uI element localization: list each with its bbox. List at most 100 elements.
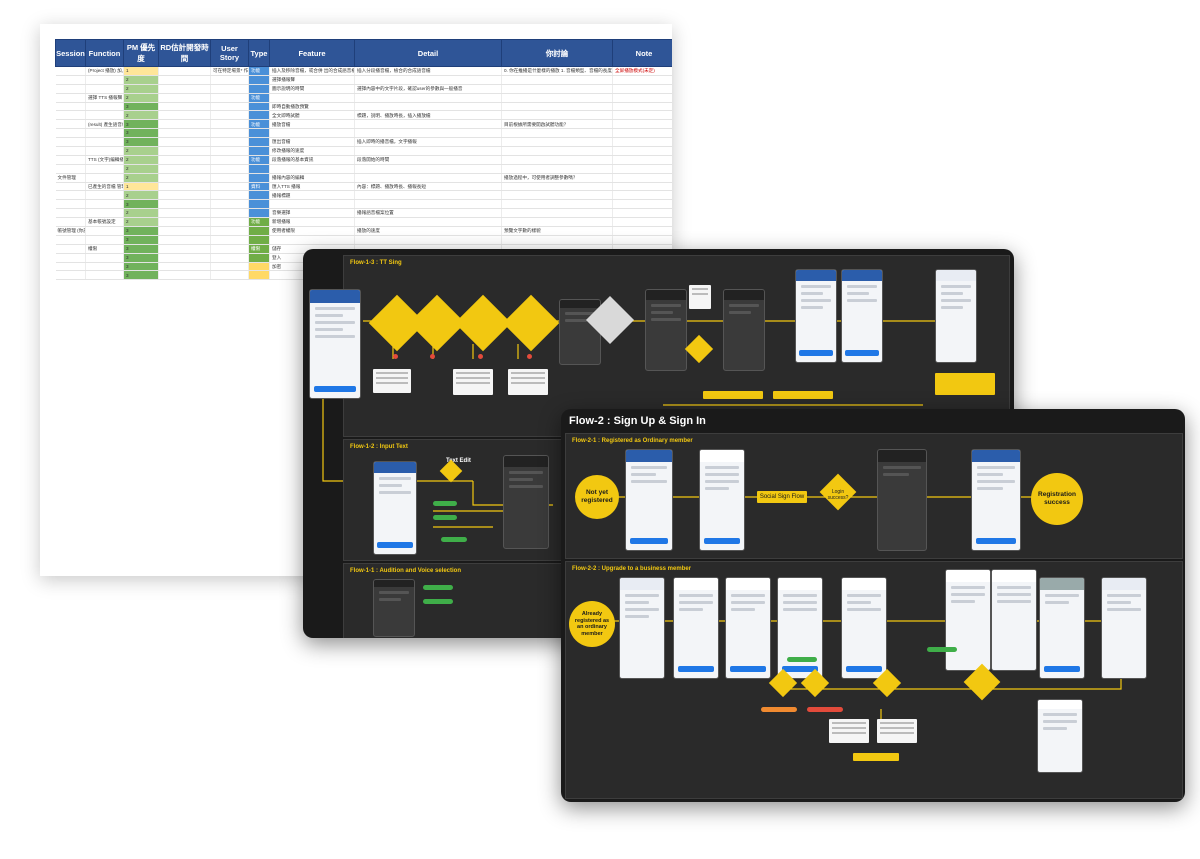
record-list-phone-mockup (795, 269, 837, 363)
col-function: Function (85, 39, 124, 67)
session-cell (55, 270, 86, 281)
detail-cell (354, 190, 502, 201)
detail-cell (354, 102, 502, 112)
table-row: 3 (55, 128, 672, 139)
flow-note-box (935, 373, 995, 395)
detail-cell (354, 173, 502, 183)
rd-estimate-cell (158, 119, 211, 130)
pm-priority-cell: 2 (123, 217, 159, 228)
function-cell (85, 75, 124, 85)
table-row: TTS (文字)編輯播音 檔2功能段落播報的基本資訊段落開始的時間 (55, 155, 672, 165)
col-session: Session (55, 39, 86, 67)
discussion-cell (501, 84, 613, 94)
discussion-cell (501, 137, 613, 148)
rd-estimate-cell (158, 182, 211, 192)
flow-2-2-title: Flow-2-2 : Upgrade to a business member (572, 566, 692, 572)
function-cell (85, 84, 124, 94)
discussion-cell: 0. 你在推播是什麼樣的播放 1. 音檔類型、音檔的長度？ 2. 音量大小是否可… (501, 66, 613, 76)
rd-estimate-cell (158, 146, 211, 156)
discussion-cell (501, 110, 613, 121)
error-dialog-card (373, 369, 411, 393)
detail-cell: 插入分段播音檔，檢合的合成語音檔 (354, 66, 502, 76)
feature-cell: 段落播報的基本資訊 (269, 155, 355, 165)
feature-cell (269, 199, 355, 210)
discussion-cell (501, 155, 613, 165)
function-cell: 權限 (85, 244, 124, 254)
function-cell (85, 146, 124, 156)
discussion-cell (501, 182, 613, 192)
session-cell (55, 137, 86, 148)
function-cell: (Project 播放) 加入背景音樂 (85, 66, 124, 76)
col-type: Type (248, 39, 270, 67)
type-cell (248, 102, 270, 112)
note-cell (612, 199, 672, 210)
rd-estimate-cell (158, 75, 211, 85)
user-story-cell (210, 164, 249, 174)
type-cell (248, 235, 270, 245)
col-detail: Detail (354, 39, 502, 67)
flow-step-box (703, 391, 763, 399)
session-cell: 文件管理 (55, 173, 86, 183)
pm-priority-cell: 2 (123, 208, 159, 219)
rd-estimate-cell (158, 137, 211, 148)
pm-priority-cell: 2 (123, 190, 159, 201)
type-cell (248, 270, 270, 281)
voice-select-phone-mockup (373, 579, 415, 637)
company-detail-phone-mockup (841, 577, 887, 679)
profile-phone-mockup (935, 269, 977, 363)
rd-estimate-cell (158, 190, 211, 201)
session-cell (55, 119, 86, 130)
session-cell (55, 110, 86, 121)
col-feature: Feature (269, 39, 355, 67)
session-cell: 帳號管理 (你討論) (55, 226, 86, 236)
text-list-phone-mockup (503, 455, 549, 549)
status-tag (761, 707, 797, 712)
status-tag (807, 707, 843, 712)
pm-priority-cell: 1 (123, 182, 159, 192)
login-success-label: Login success? (827, 489, 849, 501)
rd-estimate-cell (158, 164, 211, 174)
type-cell: 資料 (248, 182, 270, 192)
flow-step-box (853, 753, 899, 761)
status-tag (927, 647, 957, 652)
pm-priority-cell: 2 (123, 164, 159, 174)
flow-2-board: Flow-2 : Sign Up & Sign In Flow-2-1 : Re… (561, 409, 1185, 802)
feature-table: Session Function PM 優先度 RD估計開發時間 User St… (55, 39, 672, 281)
error-dot-2 (430, 354, 435, 359)
user-story-cell (210, 182, 249, 192)
pm-priority-cell: 2 (123, 146, 159, 156)
user-story-cell (210, 102, 249, 112)
user-story-cell (210, 137, 249, 148)
type-cell (248, 226, 270, 236)
table-row: 3 (55, 199, 672, 210)
result-dialog-card (877, 719, 917, 743)
discussion-cell (501, 217, 613, 228)
discussion-cell (501, 199, 613, 210)
feature-cell (269, 128, 355, 139)
flow-1-3-title: Flow-1-3 : TT Sing (350, 260, 402, 266)
note-cell (612, 75, 672, 85)
note-cell (612, 84, 672, 94)
session-cell (55, 155, 86, 165)
pm-priority-cell: 3 (123, 137, 159, 148)
detail-cell (354, 217, 502, 228)
rd-estimate-cell (158, 155, 211, 165)
detail-cell: 播放的速度 (354, 226, 502, 236)
rd-estimate-cell (158, 244, 211, 254)
flow-1-2-title: Flow-1-2 : Input Text (350, 444, 408, 450)
record-detail-phone-mockup (841, 269, 883, 363)
type-cell (248, 137, 270, 148)
status-tag (423, 585, 453, 590)
user-story-cell (210, 146, 249, 156)
session-cell (55, 199, 86, 210)
detail-cell: 選擇內容中的文字片段，確認user的參數與一般播音 (354, 84, 502, 94)
feature-cell: 匯出音檔 (269, 137, 355, 148)
function-cell: TTS (文字)編輯播音 檔 (85, 155, 124, 165)
login-phone-mockup (625, 449, 673, 551)
flow-1-1-title: Flow-1-1 : Audition and Voice selection (350, 568, 462, 574)
